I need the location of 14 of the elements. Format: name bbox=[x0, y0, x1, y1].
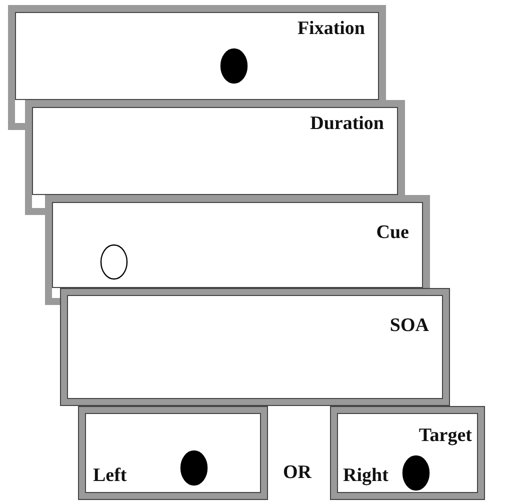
screen-panel bbox=[25, 100, 405, 195]
screen-panel bbox=[8, 5, 386, 100]
screen-panel bbox=[60, 288, 450, 406]
panel-label: Cue bbox=[376, 222, 409, 244]
target-panel bbox=[330, 406, 485, 500]
panel-label: Left bbox=[93, 465, 127, 487]
target-panel bbox=[78, 406, 268, 500]
panel-label: Duration bbox=[310, 113, 384, 135]
or-label: OR bbox=[283, 462, 312, 484]
screen-panel bbox=[45, 195, 430, 288]
panel-label: Right bbox=[343, 465, 388, 487]
panel-label: SOA bbox=[390, 315, 429, 337]
panel-label: Fixation bbox=[297, 18, 365, 40]
panel-label: Target bbox=[418, 425, 472, 447]
